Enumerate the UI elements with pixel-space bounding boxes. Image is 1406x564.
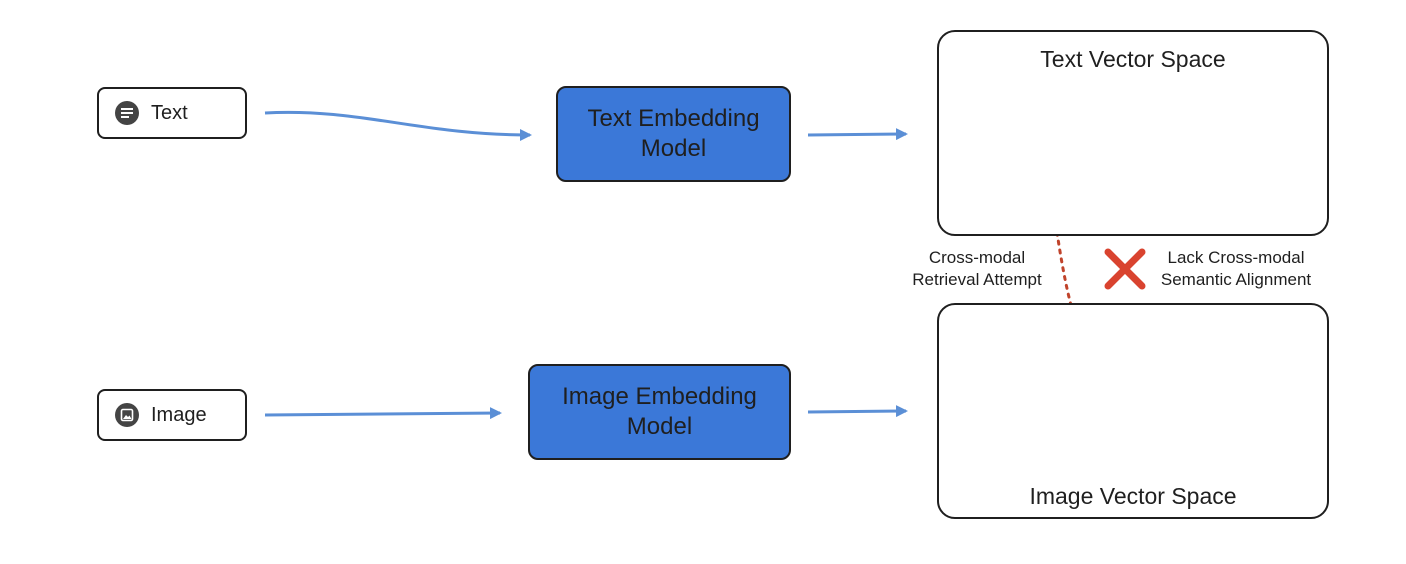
lack-alignment-note: Lack Cross-modal Semantic Alignment xyxy=(1160,248,1312,289)
text-input-arrow xyxy=(264,110,532,141)
image-embedding-model: Image Embedding Model xyxy=(528,364,791,460)
text-input-label: Text xyxy=(151,101,188,124)
text-input-node: Text xyxy=(97,87,247,139)
retrieval-attempt-note: Cross-modal Retrieval Attempt xyxy=(912,248,1042,289)
image-vector-space: Image Vector Space xyxy=(937,303,1329,519)
image-model-label: Image Embedding Model xyxy=(562,383,757,440)
image-input-node: Image xyxy=(97,389,247,441)
text-vector-space: Text Vector Space xyxy=(937,30,1329,236)
text-model-label: Text Embedding Model xyxy=(587,105,760,162)
text-embedding-model: Text Embedding Model xyxy=(556,86,791,182)
image-model-arrow xyxy=(807,405,908,418)
image-input-label: Image xyxy=(151,403,207,426)
text-lines-icon xyxy=(115,101,139,125)
text-space-title: Text Vector Space xyxy=(1040,46,1226,72)
image-space-title: Image Vector Space xyxy=(1029,483,1237,509)
image-icon xyxy=(115,403,139,427)
image-input-arrow xyxy=(264,407,502,420)
text-model-arrow xyxy=(807,128,908,141)
cross-icon xyxy=(1104,248,1146,290)
